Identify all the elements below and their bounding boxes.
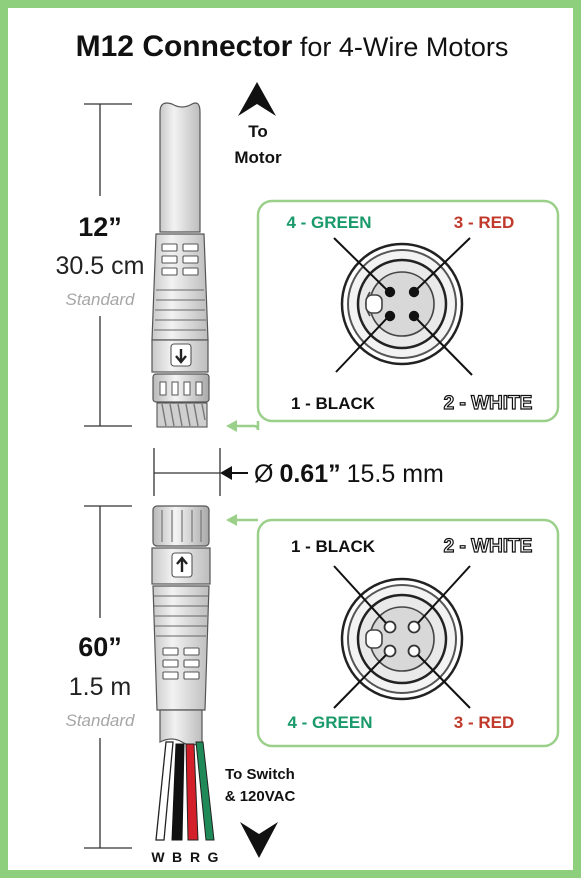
left-arrow-icon — [220, 466, 232, 480]
to-switch-line1: To Switch — [225, 766, 295, 783]
down-arrow-large-icon — [240, 822, 278, 858]
top-pinout-box — [226, 199, 560, 432]
diameter-dimension — [153, 448, 248, 496]
top-label-black: 1 - BLACK — [291, 394, 376, 413]
diameter-metric: 15.5 mm — [347, 460, 444, 488]
bottom-label-green: 4 - GREEN — [287, 713, 372, 732]
bottom-length-inches: 60” — [78, 632, 122, 662]
to-motor-line1: To — [248, 122, 268, 141]
wire-red — [185, 743, 199, 841]
top-label-green: 4 - GREEN — [286, 213, 371, 232]
wire-letter-b: B — [172, 849, 182, 865]
bottom-label-black: 1 - BLACK — [291, 537, 376, 556]
top-length-inches: 12” — [78, 212, 122, 242]
bottom-standard-note: Standard — [66, 711, 136, 730]
up-arrow-icon — [238, 82, 276, 116]
down-arrow-icon — [175, 349, 187, 364]
to-motor-line2: Motor — [234, 148, 282, 167]
bottom-label-red: 3 - RED — [454, 713, 514, 732]
diameter-symbol: Ø — [254, 460, 273, 488]
top-length-dimension — [46, 103, 150, 427]
title-bold: M12 Connector — [76, 30, 293, 63]
bottom-pinout-box — [226, 514, 560, 748]
bottom-label-white: 2 - WHITE — [444, 536, 533, 557]
key-notch-bottom — [365, 629, 383, 649]
top-cable — [159, 102, 201, 233]
top-plug-body — [151, 233, 210, 428]
wire-black — [171, 743, 185, 841]
wire-green — [195, 741, 215, 841]
top-length-metric: 30.5 cm — [56, 252, 145, 280]
top-label-white: 2 - WHITE — [444, 393, 533, 414]
top-standard-note: Standard — [66, 290, 136, 309]
wires — [155, 741, 215, 841]
wire-letter-r: R — [190, 849, 200, 865]
wire-white — [155, 741, 174, 841]
bottom-length-dimension — [46, 505, 150, 849]
top-label-red: 3 - RED — [454, 213, 514, 232]
key-notch — [365, 294, 383, 314]
to-switch-line2: & 120VAC — [225, 788, 296, 805]
up-small-arrow-icon — [176, 556, 188, 572]
bottom-plug-body — [151, 505, 211, 746]
wire-letter-w: W — [151, 849, 165, 865]
title-rest: for 4-Wire Motors — [292, 32, 508, 62]
title: M12 Connector for 4-Wire Motors — [76, 30, 509, 63]
wire-letter-g: G — [208, 849, 219, 865]
bottom-length-metric: 1.5 m — [69, 673, 132, 701]
diameter-inches: 0.61” — [279, 460, 340, 488]
